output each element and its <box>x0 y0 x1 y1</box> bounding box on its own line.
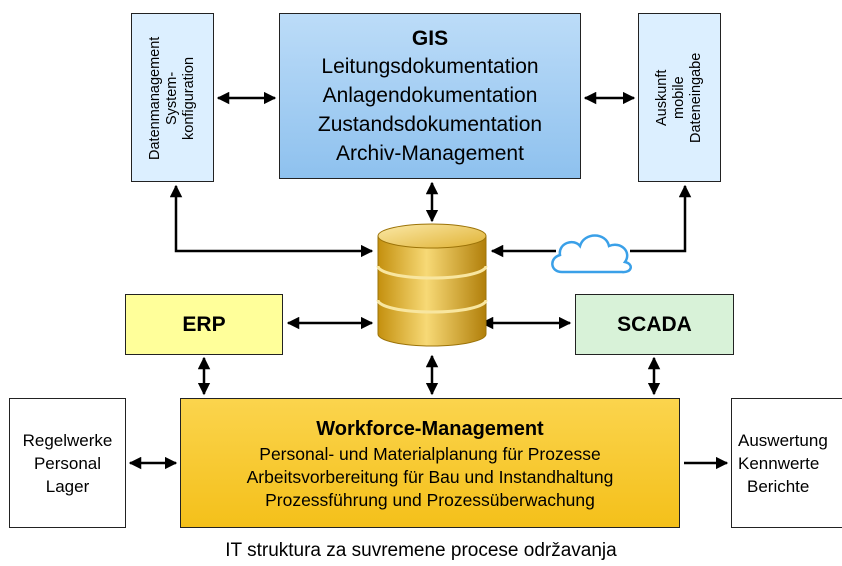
database-icon <box>376 223 488 347</box>
panel-line: Dateneingabe <box>688 52 704 143</box>
erp-label: ERP <box>182 312 226 336</box>
figure-caption: IT struktura za suvremene procese održav… <box>225 540 617 561</box>
box-line: Personal <box>33 453 102 473</box>
gis-box: GIS Leitungsdokumentation Anlagendokumen… <box>279 13 581 179</box>
box-line: Lager <box>45 476 90 496</box>
gis-line: Anlagendokumentation <box>322 83 538 107</box>
panel-line: System- <box>164 70 180 125</box>
panel-line: Datenmanagement <box>147 35 163 160</box>
workforce-line: Arbeitsvorbereitung für Bau und Instandh… <box>246 466 614 487</box>
scada-box: SCADA <box>575 294 734 355</box>
mobile-data-panel: Auskunft mobile Dateneingabe <box>638 13 721 182</box>
workforce-line: Prozessführung und Prozessüberwachung <box>265 489 595 510</box>
reports-box: Auswertung Kennwerte Berichte <box>731 398 842 528</box>
gis-line: Zustandsdokumentation <box>317 112 543 136</box>
workforce-line: Personal- und Materialplanung für Prozes… <box>259 443 601 464</box>
box-line: Auswertung <box>738 430 828 450</box>
box-line: Regelwerke <box>22 430 113 450</box>
cloud-icon <box>551 234 632 274</box>
gis-title: GIS <box>411 26 449 50</box>
scada-label: SCADA <box>617 312 692 336</box>
workforce-title: Workforce-Management <box>316 417 544 440</box>
erp-box: ERP <box>125 294 283 355</box>
arrow-left-panel-database <box>169 184 374 258</box>
gis-line: Leitungsdokumentation <box>321 54 539 78</box>
panel-line: Auskunft <box>654 69 670 126</box>
panel-line: mobile <box>671 76 687 119</box>
panel-line: konfiguration <box>181 55 197 140</box>
workforce-management-box: Workforce-Management Personal- und Mater… <box>180 398 680 528</box>
box-line: Kennwerte <box>738 453 820 473</box>
regulations-box: Regelwerke Personal Lager <box>9 398 126 528</box>
data-management-panel: Datenmanagement System- konfiguration <box>131 13 214 182</box>
gis-line: Archiv-Management <box>336 141 524 165</box>
arrow-right-panel-database <box>630 184 692 253</box>
box-line: Berichte <box>747 476 810 496</box>
